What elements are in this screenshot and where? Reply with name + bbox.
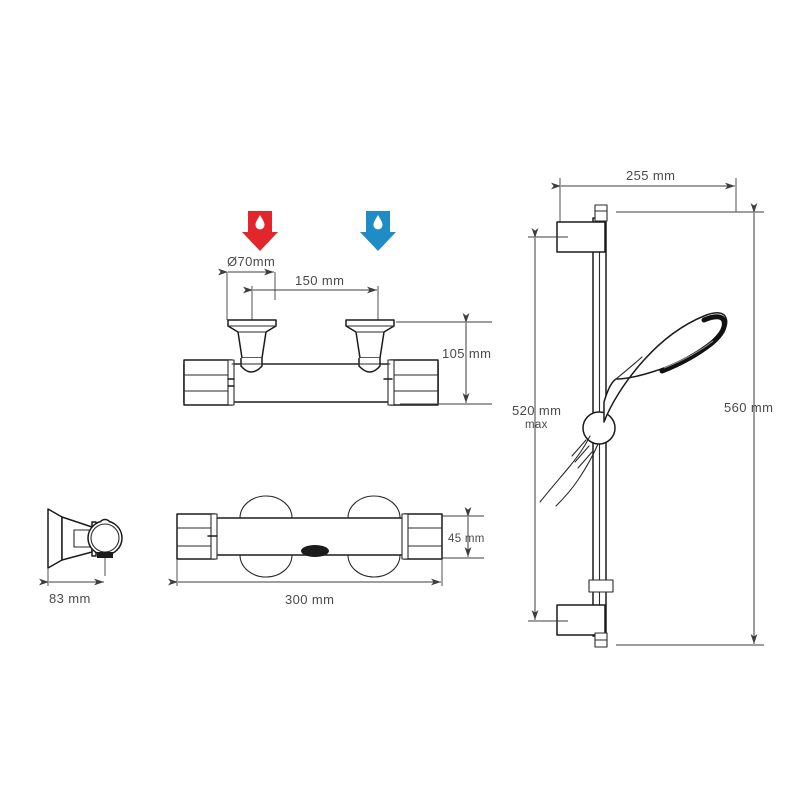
dimension-diameter-70: [218, 268, 276, 320]
dimension-overall-560: [616, 203, 764, 646]
hot-water-inlet-arrow: [242, 211, 278, 251]
shower-rail-kit: [539, 204, 728, 648]
dimension-slide-520: [528, 228, 568, 622]
hose-connector-ribs: [571, 439, 593, 469]
dimension-height-105: [396, 313, 492, 405]
dimension-label-centres: 150 mm: [295, 273, 344, 288]
plan-view-valve-body: [176, 495, 443, 578]
dimension-label-depth: 45 mm: [448, 533, 485, 545]
dimension-label-overall: 560 mm: [724, 400, 773, 415]
dimension-reach-255: [551, 178, 737, 226]
cold-water-inlet-arrow: [360, 211, 396, 251]
dimension-label-slide: 520 mm: [512, 403, 561, 418]
dimension-label-projection: 83 mm: [49, 591, 91, 606]
dimension-depth-45: [442, 507, 484, 559]
dimension-label-reach: 255 mm: [626, 168, 675, 183]
dimension-label-slide-note: max: [525, 419, 548, 431]
side-view-valve: [47, 508, 123, 576]
dimension-label-width: 300 mm: [285, 592, 334, 607]
dimension-centres-150: [243, 286, 379, 320]
dimension-projection-83: [39, 568, 104, 586]
front-view-valve-body: [183, 319, 439, 406]
dimension-label-diameter: Ø70mm: [227, 254, 275, 269]
dimension-width-300: [168, 559, 443, 586]
dimension-label-height: 105 mm: [442, 346, 491, 361]
